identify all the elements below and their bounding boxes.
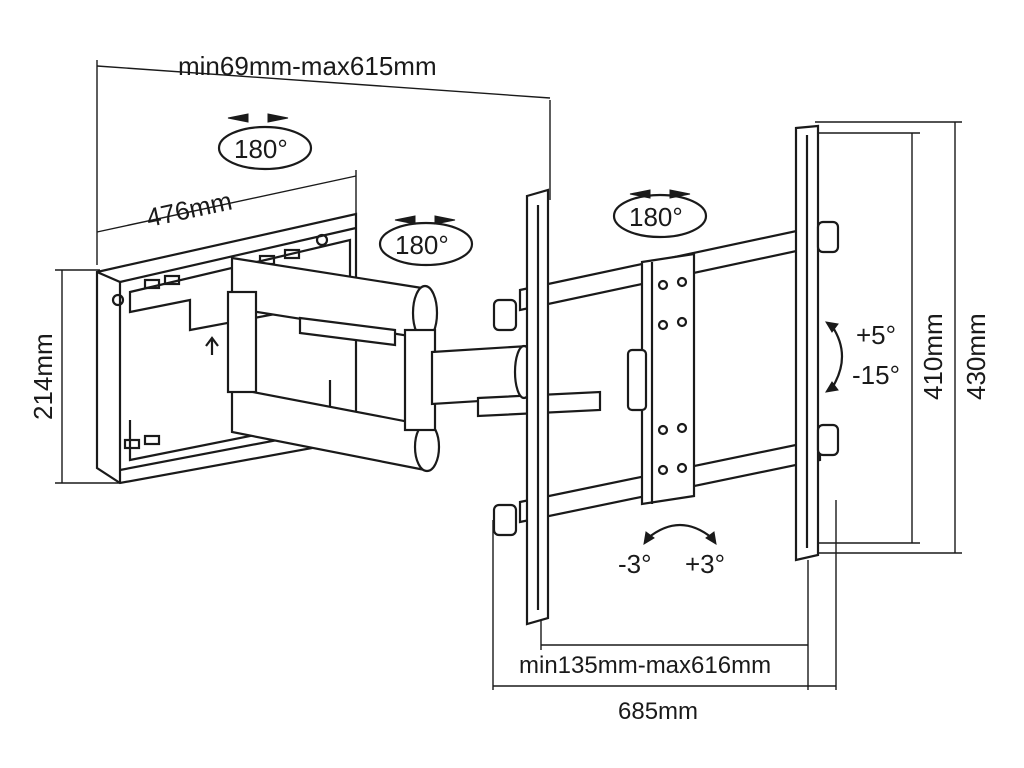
vesa-horizontal-dimension: min135mm-max616mm	[519, 560, 809, 690]
rotation-badge-middle-right: 180°	[612, 189, 708, 239]
vesa-vertical-inner-label: 410mm	[918, 313, 948, 400]
vesa-horizontal-label: min135mm-max616mm	[519, 652, 771, 679]
vesa-vertical-dimensions: 410mm 430mm	[815, 121, 991, 554]
arm-extension-label: min69mm-max615mm	[178, 51, 437, 81]
overall-width-label: 685mm	[618, 698, 698, 725]
arm-extension-dimension: min69mm-max615mm	[96, 51, 551, 265]
swing-arm	[226, 256, 602, 473]
wall-plate-height-dimension: 214mm	[28, 269, 120, 484]
tilt-down-label: -15°	[852, 360, 900, 390]
level-indicator: -3° +3°	[618, 524, 725, 579]
overall-width-dimension: 685mm	[492, 500, 837, 725]
level-left-label: -3°	[618, 549, 652, 579]
arm-length-label: 476mm	[144, 186, 235, 233]
rotation-badge-top-left: 180°	[217, 113, 313, 171]
rotation-badge-middle-left: 180°	[378, 215, 474, 267]
rotation-label-middle-left: 180°	[395, 230, 449, 260]
tilt-up-label: +5°	[856, 320, 896, 350]
wall-plate-height-label: 214mm	[28, 333, 58, 420]
rotation-label-top-left: 180°	[234, 134, 288, 164]
rotation-label-middle-right: 180°	[629, 202, 683, 232]
tv-bracket	[492, 124, 840, 626]
tilt-indicator: +5° -15°	[825, 320, 900, 393]
vesa-vertical-outer-label: 430mm	[961, 313, 991, 400]
level-right-label: +3°	[685, 549, 725, 579]
